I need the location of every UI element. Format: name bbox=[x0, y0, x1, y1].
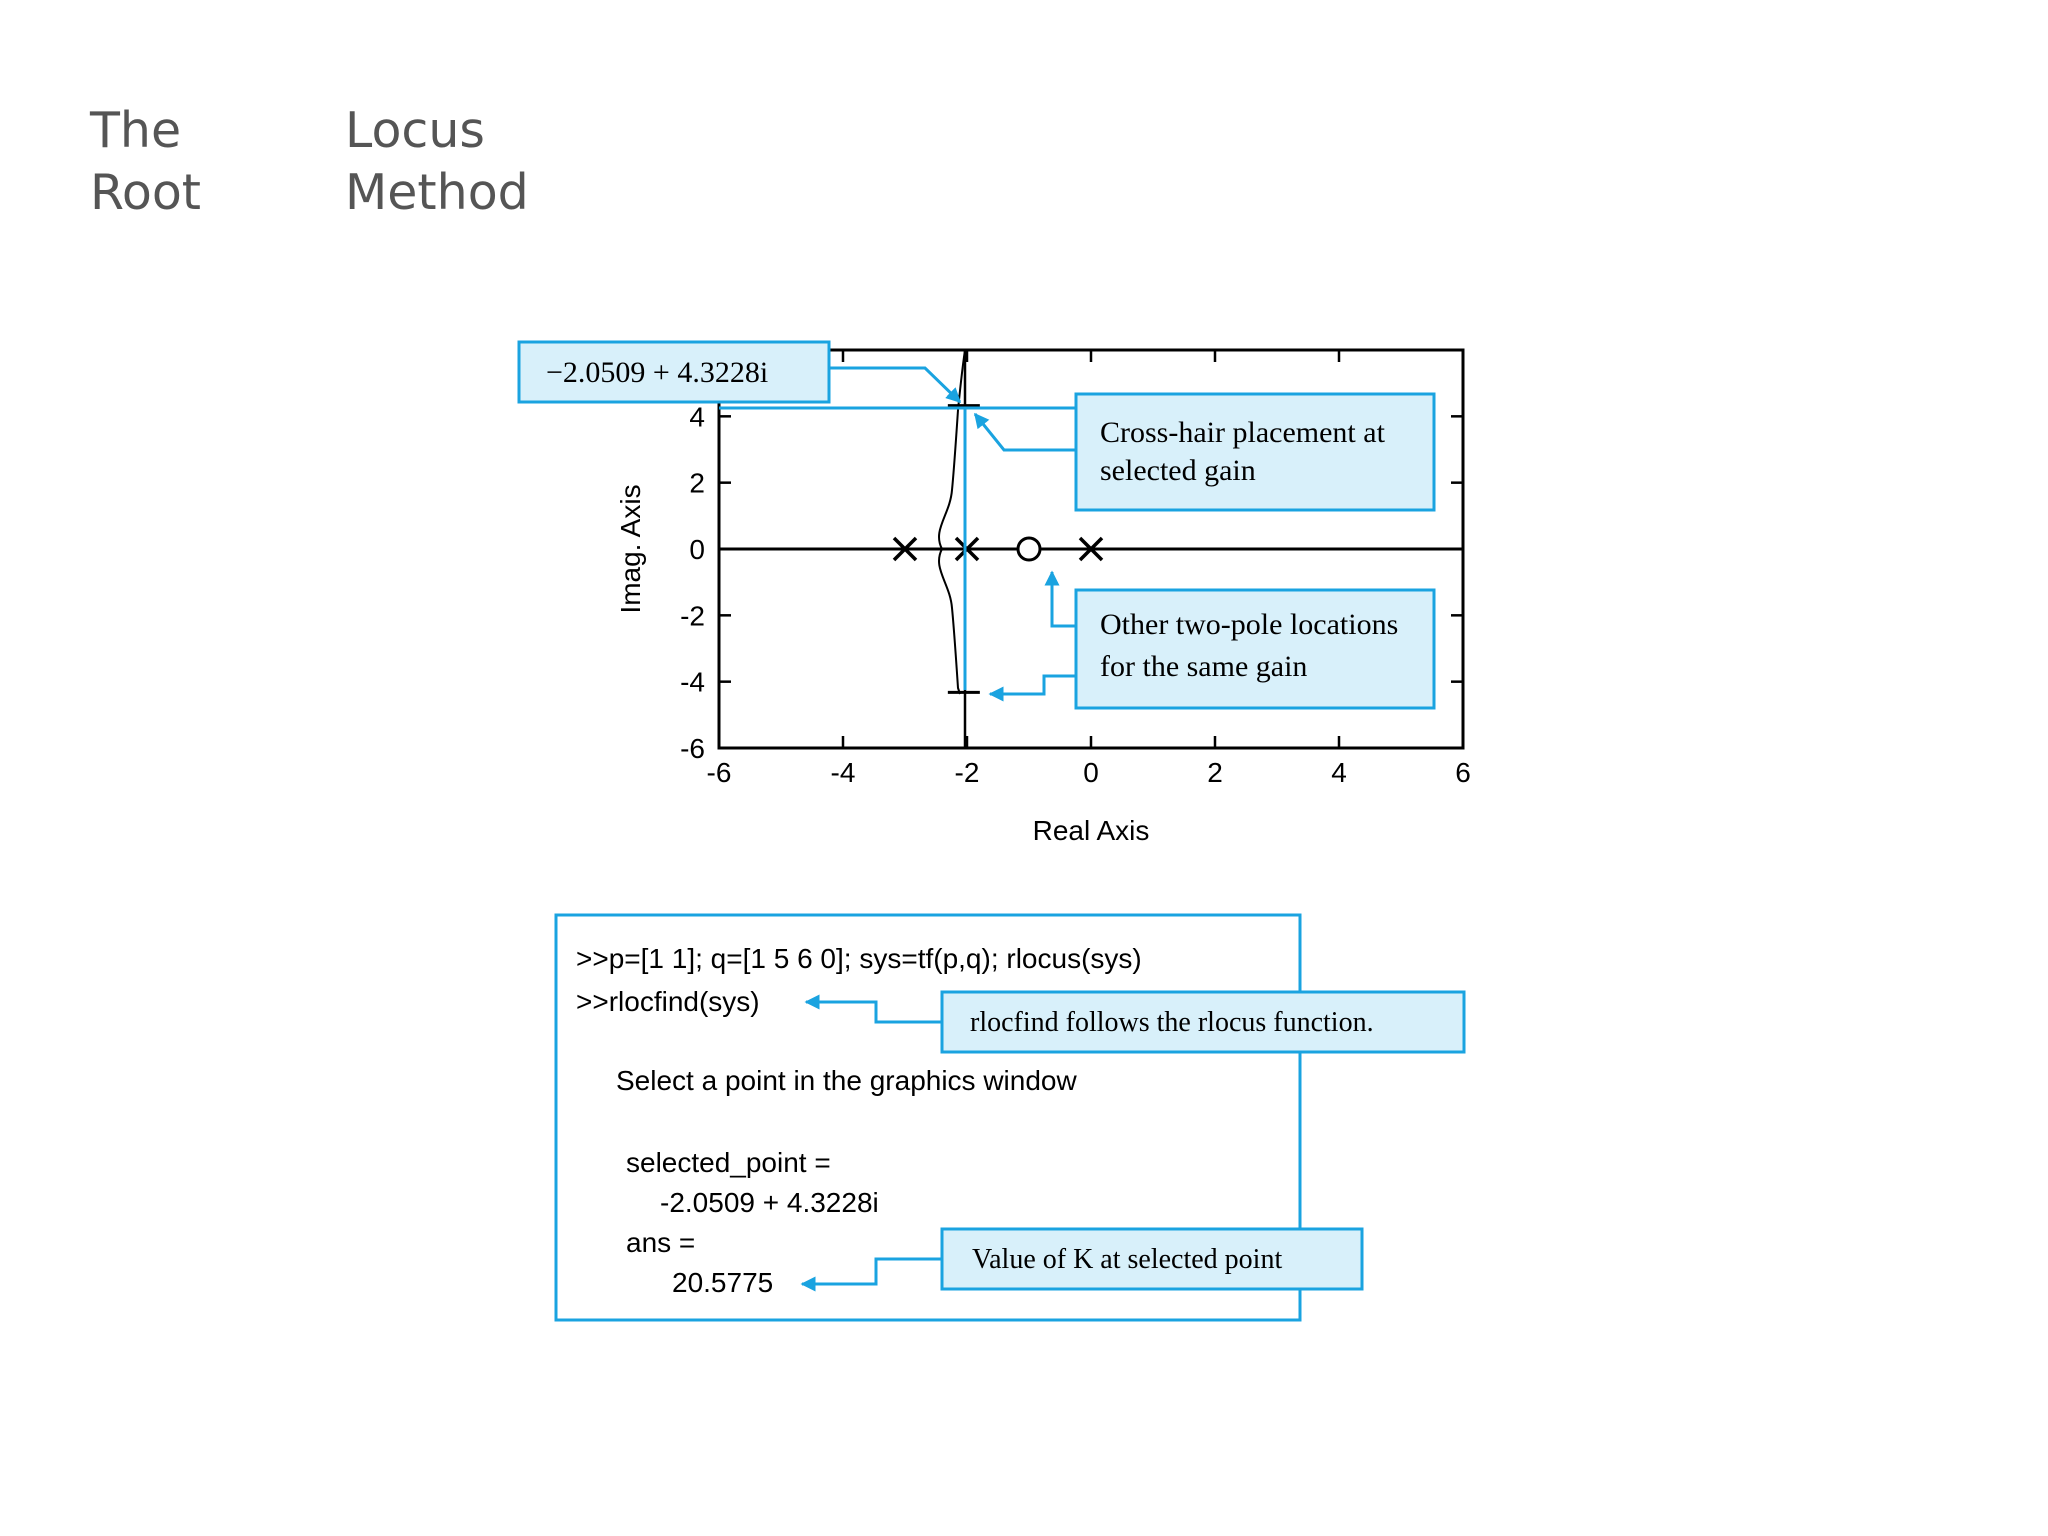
x-tick-label: 0 bbox=[1083, 757, 1099, 788]
title-word-3: Root bbox=[90, 164, 202, 221]
x-tick-label: 4 bbox=[1331, 757, 1347, 788]
y-tick-label: 0 bbox=[689, 534, 705, 565]
zero-marker bbox=[1016, 536, 1042, 562]
k-value-callout-text: Value of K at selected point bbox=[972, 1244, 1282, 1275]
x-tick-label: 2 bbox=[1207, 757, 1223, 788]
pole-stroke bbox=[954, 536, 980, 562]
console-ans-value: 20.5775 bbox=[672, 1267, 773, 1298]
tick-labels: -6 -4 -2 0 2 4 6 -6 -4 -2 0 2 4 bbox=[680, 401, 1471, 788]
y-tick-label: 2 bbox=[689, 468, 705, 499]
rlocfind-callout-box bbox=[940, 990, 1466, 1054]
other-poles-callout-line2: for the same gain bbox=[1100, 650, 1307, 683]
pole-marker bbox=[954, 536, 980, 562]
pole-stroke bbox=[1078, 536, 1104, 562]
rlocfind-callout-text: rlocfind follows the rlocus function. bbox=[970, 1007, 1374, 1038]
other-poles-callout-box bbox=[1074, 588, 1436, 710]
console-line-rlocfind: >>rlocfind(sys) bbox=[576, 986, 760, 1017]
crosshair-value-box bbox=[517, 340, 831, 404]
crosshair-callout-arrow bbox=[973, 412, 1076, 452]
console-ans-label: ans = bbox=[626, 1227, 695, 1258]
y-tick-label: -2 bbox=[680, 600, 705, 631]
y-tick-label: -4 bbox=[680, 667, 705, 698]
other-poles-arrow-zero bbox=[1044, 570, 1076, 628]
x-tick-label: 6 bbox=[1455, 757, 1471, 788]
x-tick-label: -4 bbox=[831, 757, 856, 788]
crosshair-callout-line2: selected gain bbox=[1100, 454, 1256, 487]
axis-ticks bbox=[717, 350, 1465, 750]
other-poles-arrow-lower bbox=[988, 674, 1076, 702]
x-axis-label: Real Axis bbox=[1033, 815, 1150, 846]
x-tick-label: -2 bbox=[955, 757, 980, 788]
y-axis-label: Imag. Axis bbox=[615, 484, 646, 613]
k-value-callout-box bbox=[940, 1227, 1364, 1291]
console-panel: >>p=[1 1]; q=[1 5 6 0]; sys=tf(p,q); rlo… bbox=[554, 913, 1466, 1322]
pole-zero-markers bbox=[892, 404, 1104, 694]
y-tick-label: -6 bbox=[680, 733, 705, 764]
locus-branch-lower bbox=[938, 548, 961, 695]
crosshair-callout-box bbox=[1074, 392, 1436, 512]
y-tick-label: 4 bbox=[689, 401, 705, 432]
k-value-callout-arrow bbox=[800, 1257, 942, 1292]
crosshair-value-text: −2.0509 + 4.3228i bbox=[546, 356, 768, 389]
console-prompt: Select a point in the graphics window bbox=[616, 1065, 1077, 1096]
crosshair-callout-line1: Cross-hair placement at bbox=[1100, 416, 1386, 449]
other-poles-callout-line1: Other two-pole locations bbox=[1100, 608, 1398, 641]
title-word-1: The bbox=[90, 102, 182, 159]
console-line-rlocus: >>p=[1 1]; q=[1 5 6 0]; sys=tf(p,q); rlo… bbox=[576, 943, 1142, 974]
crosshair-value-arrow bbox=[829, 366, 962, 404]
pole-marker bbox=[892, 536, 918, 562]
rlocfind-callout-arrow bbox=[804, 994, 942, 1024]
pole-marker bbox=[1078, 536, 1104, 562]
title-word-2: Locus bbox=[345, 102, 485, 159]
root-locus-plot: -6 -4 -2 0 2 4 6 -6 -4 -2 0 2 4 Real Axis Imag. Axis… bbox=[517, 340, 1471, 846]
title-word-4: Method bbox=[345, 164, 529, 221]
pole-stroke bbox=[892, 536, 918, 562]
slide-title: The Locus Root Method bbox=[90, 100, 565, 224]
x-tick-label: -6 bbox=[707, 757, 732, 788]
locus-branch-upper bbox=[938, 349, 966, 550]
console-selected-label: selected_point = bbox=[626, 1147, 831, 1178]
console-selected-value: -2.0509 + 4.3228i bbox=[660, 1187, 879, 1218]
